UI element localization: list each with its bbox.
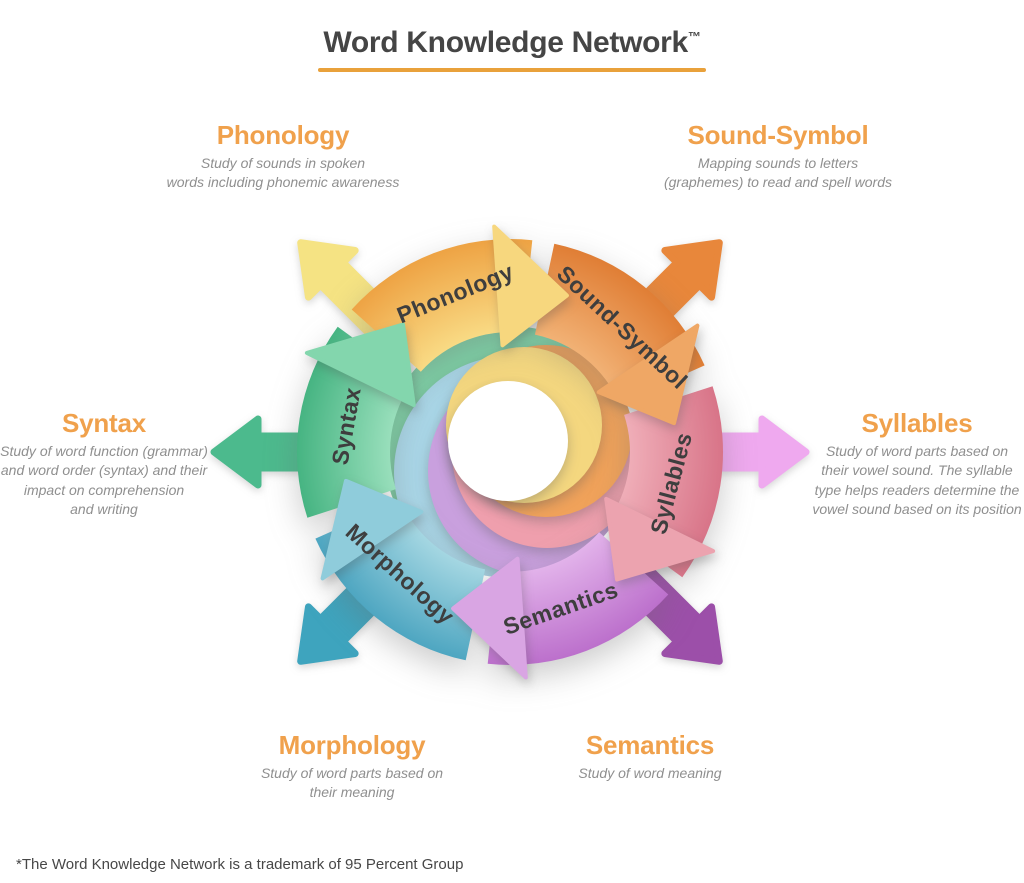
callout-syntax-heading: Syntax <box>61 408 147 438</box>
callout-semantics-desc: Study of word meaning <box>578 765 722 781</box>
syllables-segment-arrowhead <box>604 496 716 582</box>
callout-syllables-heading: Syllables <box>861 408 973 438</box>
callout-syllables-desc: Study of word parts based on their vowel… <box>812 443 1022 517</box>
trademark-footnote: *The Word Knowledge Network is a tradema… <box>16 856 464 873</box>
callout-semantics: Semantics Study of word meaning <box>420 730 880 783</box>
title-underline <box>318 68 706 72</box>
callout-morphology-desc: Study of word parts based on their meani… <box>260 765 444 801</box>
callout-sound-symbol-heading: Sound-Symbol <box>687 120 869 150</box>
callout-sound-symbol: Sound-Symbol Mapping sounds to letters (… <box>548 120 1008 193</box>
callout-phonology: Phonology Study of sounds in spoken word… <box>53 120 513 193</box>
swirl-center <box>448 381 568 501</box>
sound-symbol-segment-arrowhead <box>596 323 700 426</box>
trademark-symbol: ™ <box>687 29 701 44</box>
callout-morphology: Morphology Study of word parts based on … <box>122 730 582 803</box>
callout-syntax: Syntax Study of word function (grammar) … <box>0 408 254 519</box>
title-label: Word Knowledge Network <box>323 26 688 59</box>
callout-syntax-desc: Study of word function (grammar) and wor… <box>0 443 208 517</box>
page-title: Word Knowledge Network™ <box>318 26 706 72</box>
callout-morphology-heading: Morphology <box>278 730 426 760</box>
callout-syllables: Syllables Study of word parts based on t… <box>767 408 1024 519</box>
callout-phonology-desc: Study of sounds in spoken words includin… <box>166 155 400 191</box>
title-text: Word Knowledge Network™ <box>318 26 706 60</box>
callout-sound-symbol-desc: Mapping sounds to letters (graphemes) to… <box>663 155 892 191</box>
morphology-segment-arrowhead <box>320 478 424 581</box>
callout-phonology-heading: Phonology <box>216 120 350 150</box>
callout-semantics-heading: Semantics <box>585 730 715 760</box>
phonology-segment-arrowhead <box>492 224 569 348</box>
semantics-segment-arrowhead <box>451 556 528 680</box>
syntax-segment-arrowhead <box>304 322 416 408</box>
